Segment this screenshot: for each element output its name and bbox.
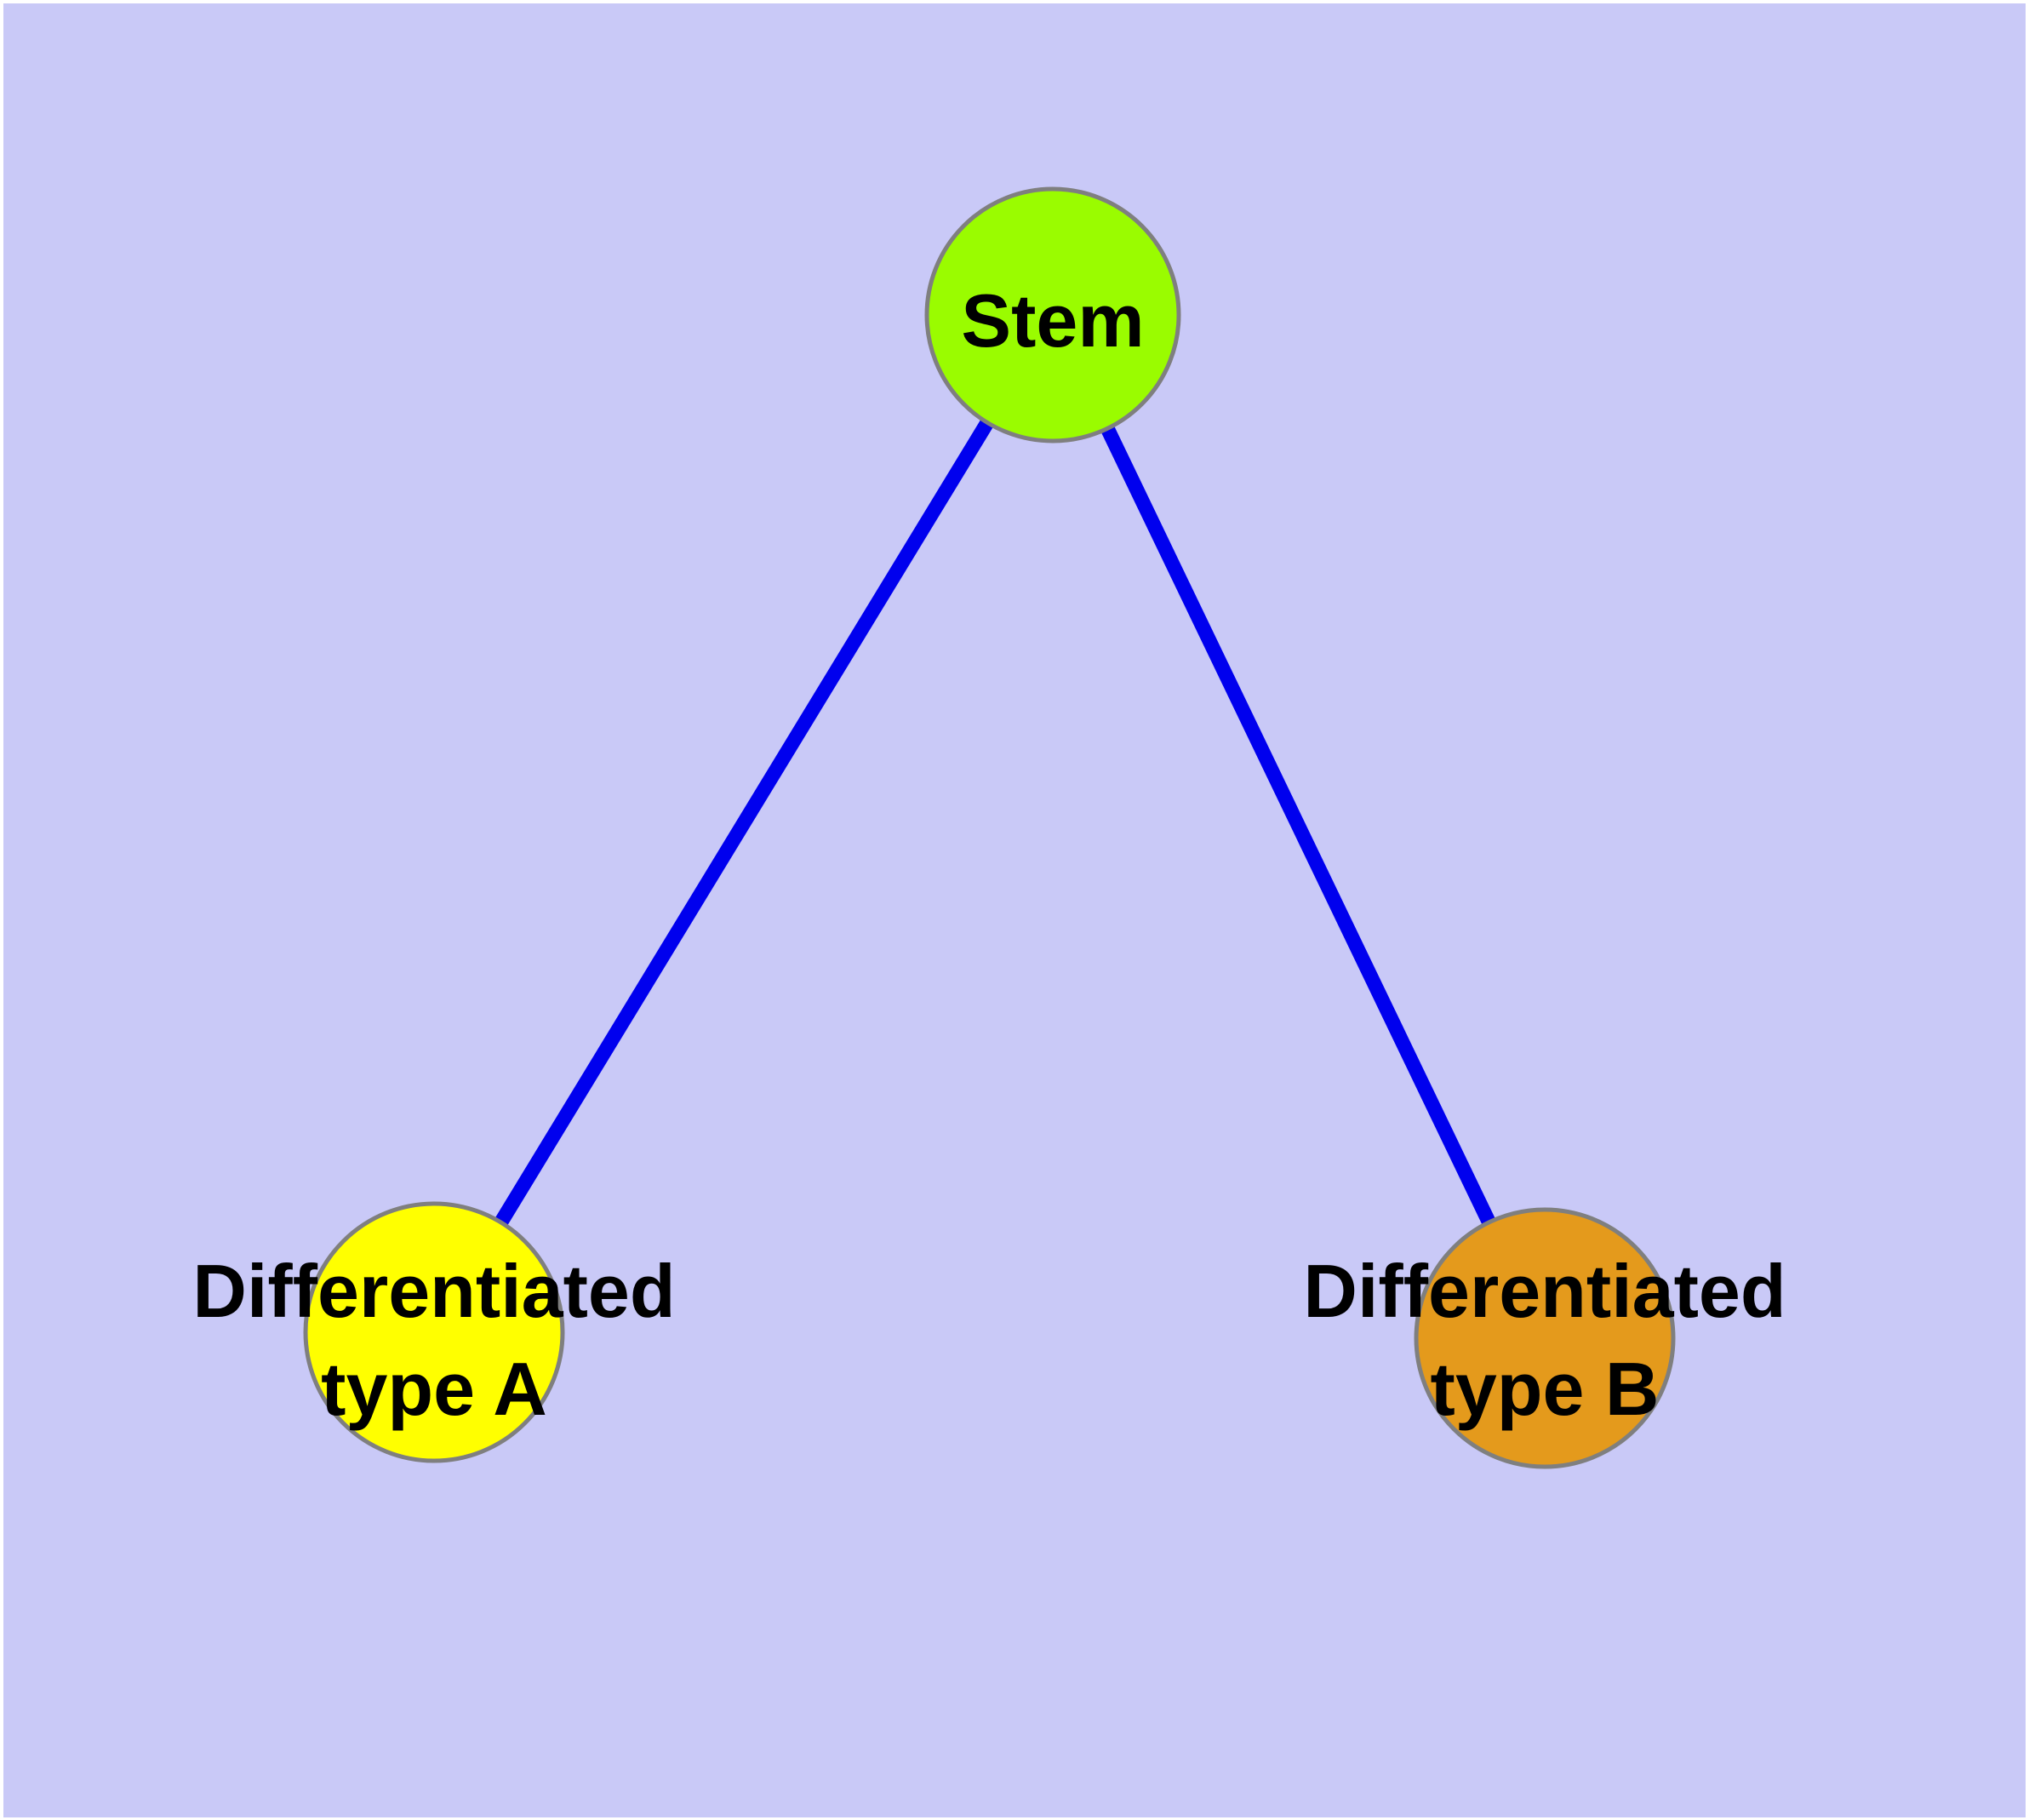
type-a-node-label-line2: type A	[321, 1347, 547, 1431]
type-b-node	[1414, 1207, 1676, 1469]
edge-stem-to-type-b	[1046, 312, 1552, 1342]
stem-node-label: Stem	[961, 278, 1144, 363]
type-a-node-label-line1: Differentiated	[192, 1249, 675, 1333]
type-b-node-label-line2: type B	[1431, 1347, 1660, 1431]
edge-stem-to-type-a	[427, 311, 1060, 1336]
stem-node	[924, 186, 1181, 444]
type-a-node	[303, 1201, 565, 1463]
type-b-node-label-line1: Differentiated	[1303, 1249, 1786, 1333]
